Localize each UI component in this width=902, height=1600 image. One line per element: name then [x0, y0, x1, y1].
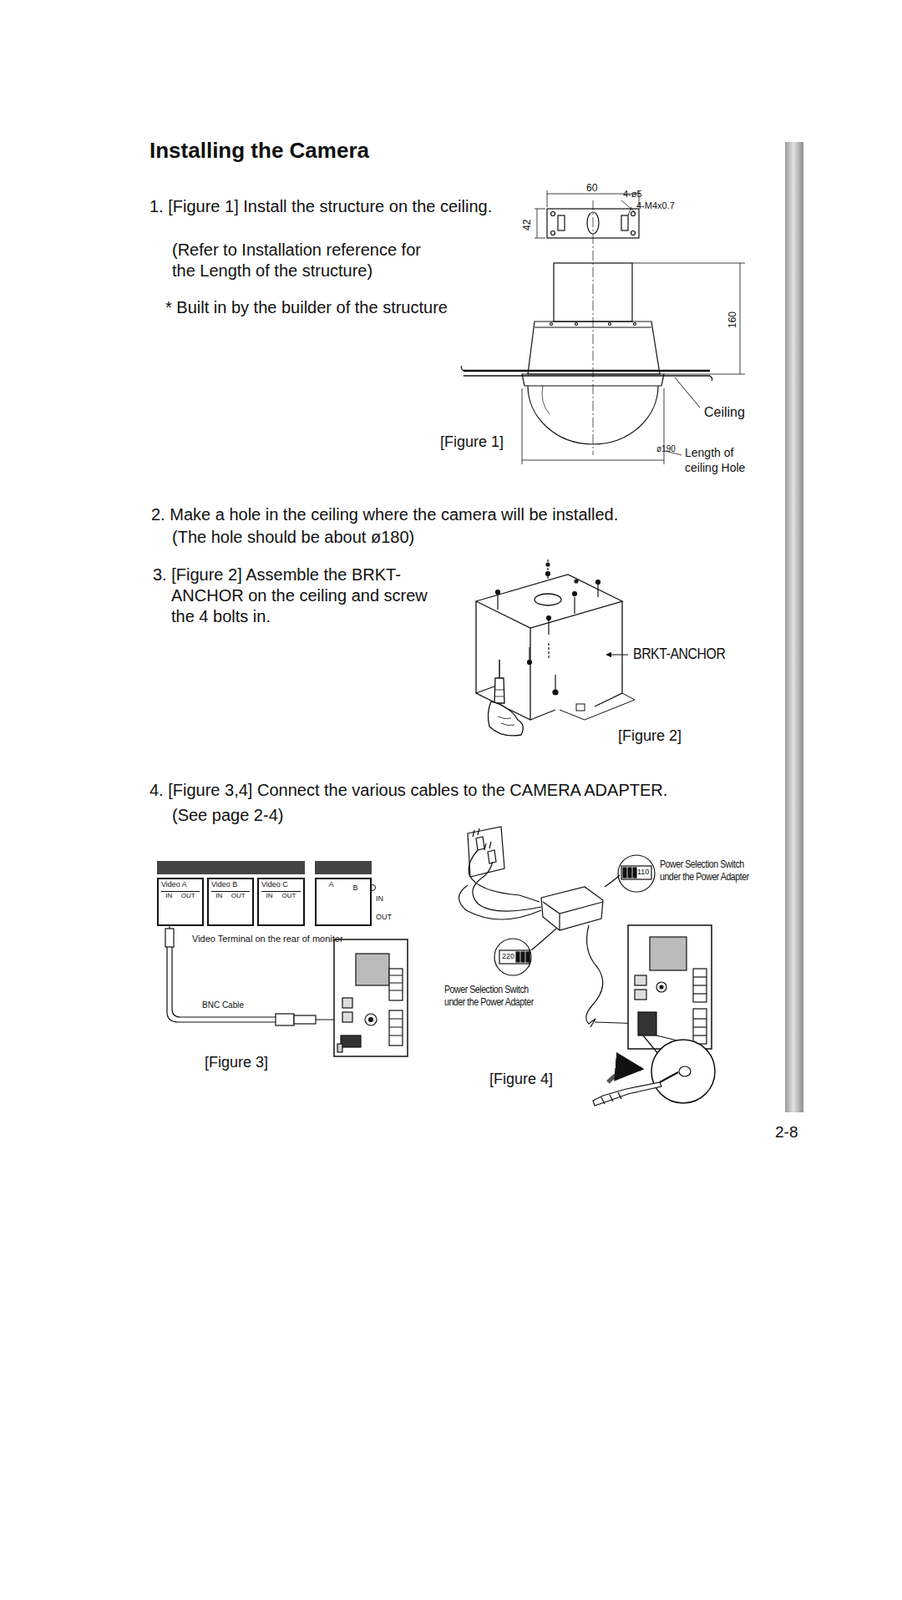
video-terminal-box: Video C IN OUT: [257, 877, 305, 927]
box-heading: Video B: [211, 881, 250, 890]
callout-label: Power Selection Switch under the Power A…: [444, 983, 539, 1009]
figure-2: [476, 559, 635, 736]
step-text: 3. [Figure 2] Assemble the BRKT-ANCHOR o…: [152, 564, 439, 628]
step-note: (The hole should be about ø180): [172, 527, 415, 548]
dimension: 4-M4x0.7: [636, 200, 675, 213]
terminal-letter: A: [328, 881, 334, 893]
dimension: 4-ø5: [623, 188, 643, 201]
terminal-label: OUT: [231, 892, 246, 901]
text-row: IN OUT: [211, 891, 250, 901]
box-heading: Video C: [261, 881, 301, 890]
callout-label: Power Selection Switch under the Power A…: [659, 858, 763, 884]
audio-terminal-panel: AB: [314, 877, 372, 927]
part-label: BRKT-ANCHOR: [633, 644, 725, 664]
figure-caption: [Figure 1]: [440, 432, 504, 452]
figure-3: [157, 861, 408, 1057]
switch-value: 220: [501, 952, 515, 962]
step-text: 2. Make a hole in the ceiling where the …: [151, 504, 619, 526]
figure-1: [461, 190, 745, 465]
terminal-label: IN: [266, 892, 274, 901]
dimension: ø190: [656, 444, 676, 456]
terminal-label: IN: [375, 894, 384, 904]
step-text: 4. [Figure 3,4] Connect the various cabl…: [149, 780, 668, 801]
dimension: 60: [586, 182, 598, 195]
terminal-label: IN: [215, 892, 223, 901]
part-label: Length of ceiling Hole: [684, 445, 769, 476]
step-note: (Refer to Installation reference for the…: [172, 239, 423, 282]
step-note: * Built in by the builder of the structu…: [165, 297, 448, 319]
part-label: Ceiling: [704, 404, 745, 421]
video-terminal-box: Video B IN OUT: [207, 877, 254, 927]
figure-caption: [Figure 4]: [489, 1069, 553, 1090]
page-number: 2-8: [775, 1122, 798, 1143]
video-terminal-box: Video A IN OUT: [157, 877, 204, 927]
figure-caption: [Figure 3]: [204, 1053, 269, 1073]
dimension: 160: [726, 311, 740, 329]
terminal-label: OUT: [375, 912, 392, 923]
switch-value: 110: [637, 867, 649, 877]
terminal-letter: B: [352, 884, 358, 893]
step-text: 1. [Figure 1] Install the structure on t…: [149, 196, 502, 218]
box-heading: Video A: [161, 881, 200, 890]
page-title: Installing the Camera: [149, 136, 370, 165]
step-note: (See page 2-4): [172, 805, 284, 826]
part-label: BNC Cable: [202, 1000, 244, 1012]
side-bar: [785, 141, 804, 1113]
part-label: Video Terminal on the rear of moniter: [192, 933, 344, 946]
text-row: IN OUT: [161, 891, 200, 901]
terminal-label: OUT: [181, 892, 196, 901]
terminal-label: OUT: [282, 892, 297, 901]
figure-caption: [Figure 2]: [618, 726, 682, 746]
text-row: AB: [319, 881, 368, 893]
text-row: IN OUT: [261, 891, 301, 901]
dimension: 42: [521, 219, 534, 231]
terminal-label: IN: [165, 892, 173, 901]
